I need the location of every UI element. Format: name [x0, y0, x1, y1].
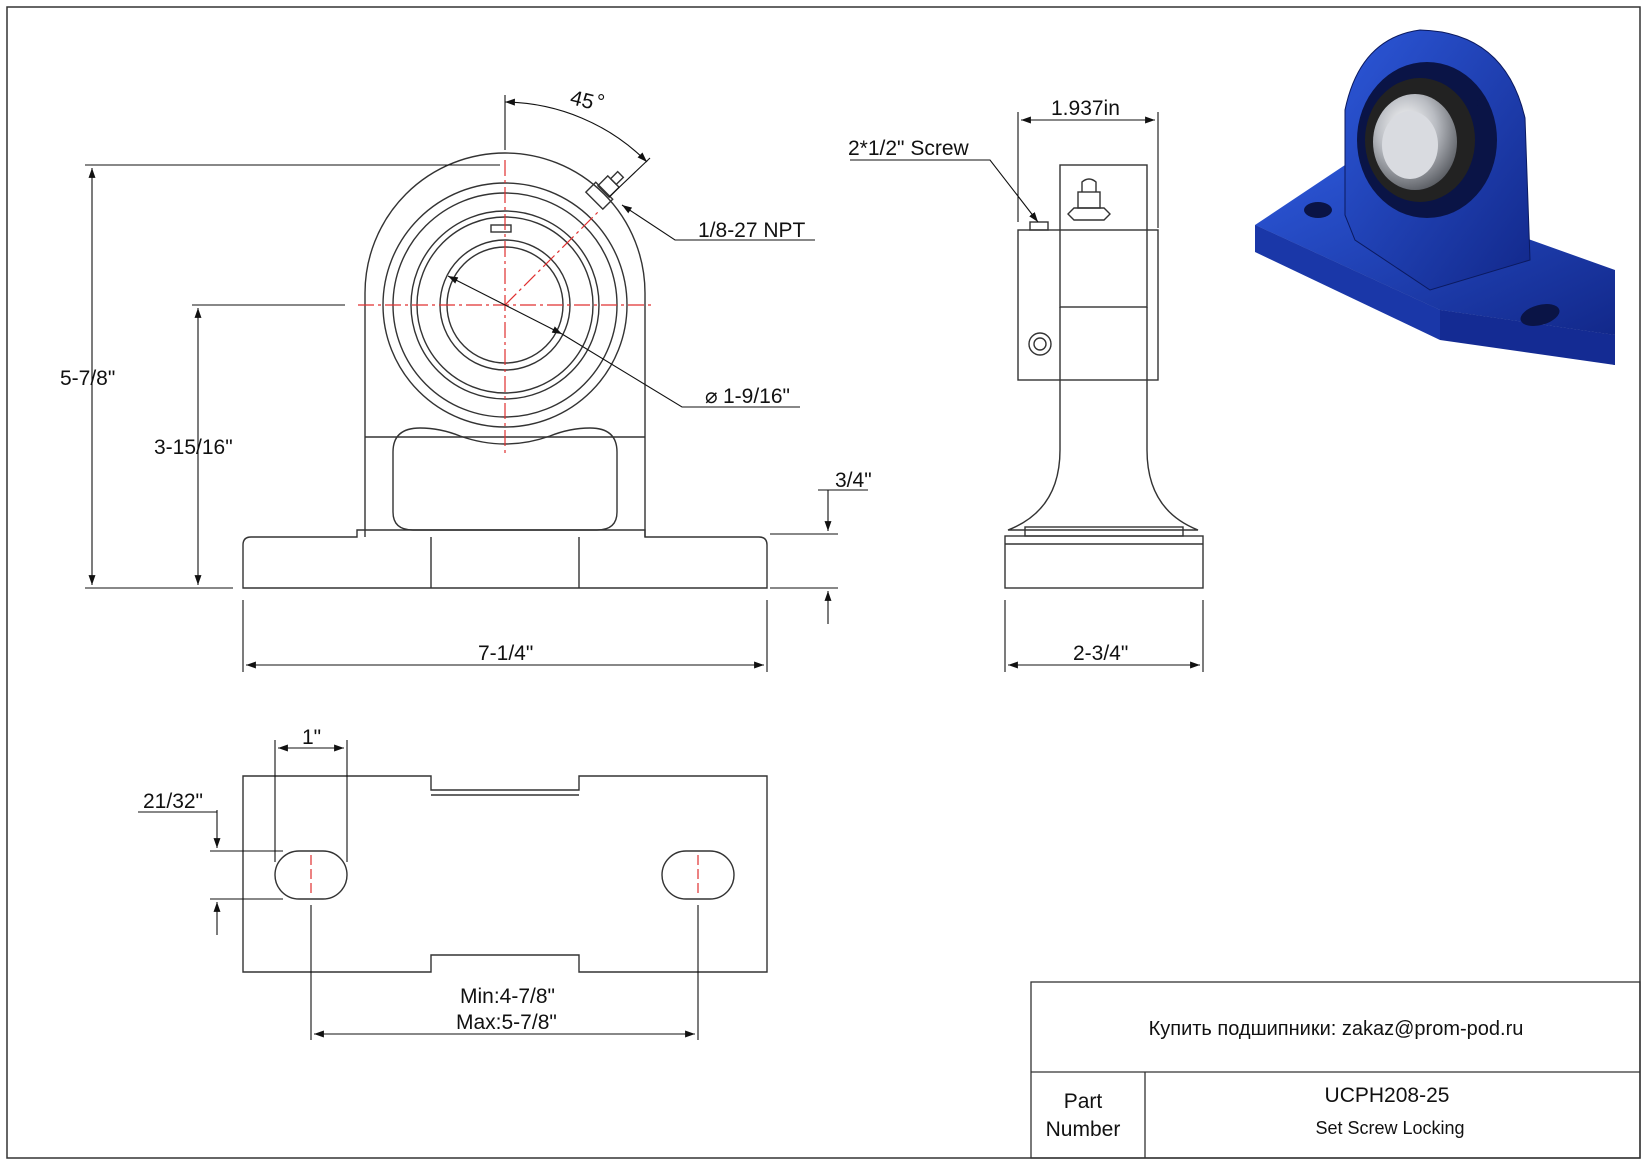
screw-label: 2*1/2" Screw — [848, 137, 970, 160]
top-center-lines — [310, 855, 699, 895]
angle-label: 45 — [568, 86, 596, 114]
center-height-label: 3-15/16" — [154, 436, 233, 459]
part-description: Set Screw Locking — [1315, 1118, 1464, 1138]
buy-text: Купить подшипники: zakaz@prom-pod.ru — [1149, 1018, 1524, 1040]
title-block — [1030, 981, 1641, 1159]
mounting-slot-left — [274, 850, 348, 900]
part-label-line1: Part — [1064, 1090, 1103, 1113]
slot-width-label: 21/32" — [143, 790, 203, 813]
bolt-spacing-max-label: Max:5-7/8" — [456, 1011, 557, 1034]
base-width-label: 2-3/4" — [1073, 642, 1128, 665]
sheet-border — [6, 6, 1641, 1159]
front-base — [242, 529, 768, 589]
overall-height-label: 5-7/8" — [60, 367, 115, 390]
side-view — [1004, 164, 1204, 589]
isometric-bearing-render — [1255, 29, 1615, 365]
side-top-width-label: 1.937in — [1051, 97, 1120, 120]
part-number: UCPH208-25 — [1325, 1084, 1450, 1107]
top-base-outline — [242, 775, 768, 973]
side-neck — [1007, 307, 1199, 531]
title-block-text: Купить подшипники: zakaz@prom-pod.ru Par… — [1046, 1018, 1524, 1141]
front-cutout — [392, 427, 618, 531]
mounting-slot-right — [661, 850, 735, 900]
front-dimension-lines — [85, 95, 868, 672]
base-thickness-label: 3/4" — [835, 469, 872, 492]
slot-length-label: 1" — [302, 726, 321, 749]
angle-unit-label: ° — [597, 91, 605, 114]
bore-label: 1-9/16" — [723, 385, 790, 408]
part-label-line2: Number — [1046, 1118, 1121, 1141]
grease-fitting-label: 1/8-27 NPT — [698, 219, 806, 242]
overall-length-label: 7-1/4" — [478, 642, 533, 665]
dimension-labels: 45 ° 1/8-27 NPT 5-7/8" 3-15/16" ⌀ 1-9/16… — [60, 86, 1128, 1034]
top-view — [242, 775, 768, 973]
top-dimension-lines — [138, 740, 699, 1040]
bolt-spacing-min-label: Min:4-7/8" — [460, 985, 555, 1008]
side-dimension-lines — [850, 112, 1204, 672]
diameter-symbol: ⌀ — [705, 385, 718, 408]
